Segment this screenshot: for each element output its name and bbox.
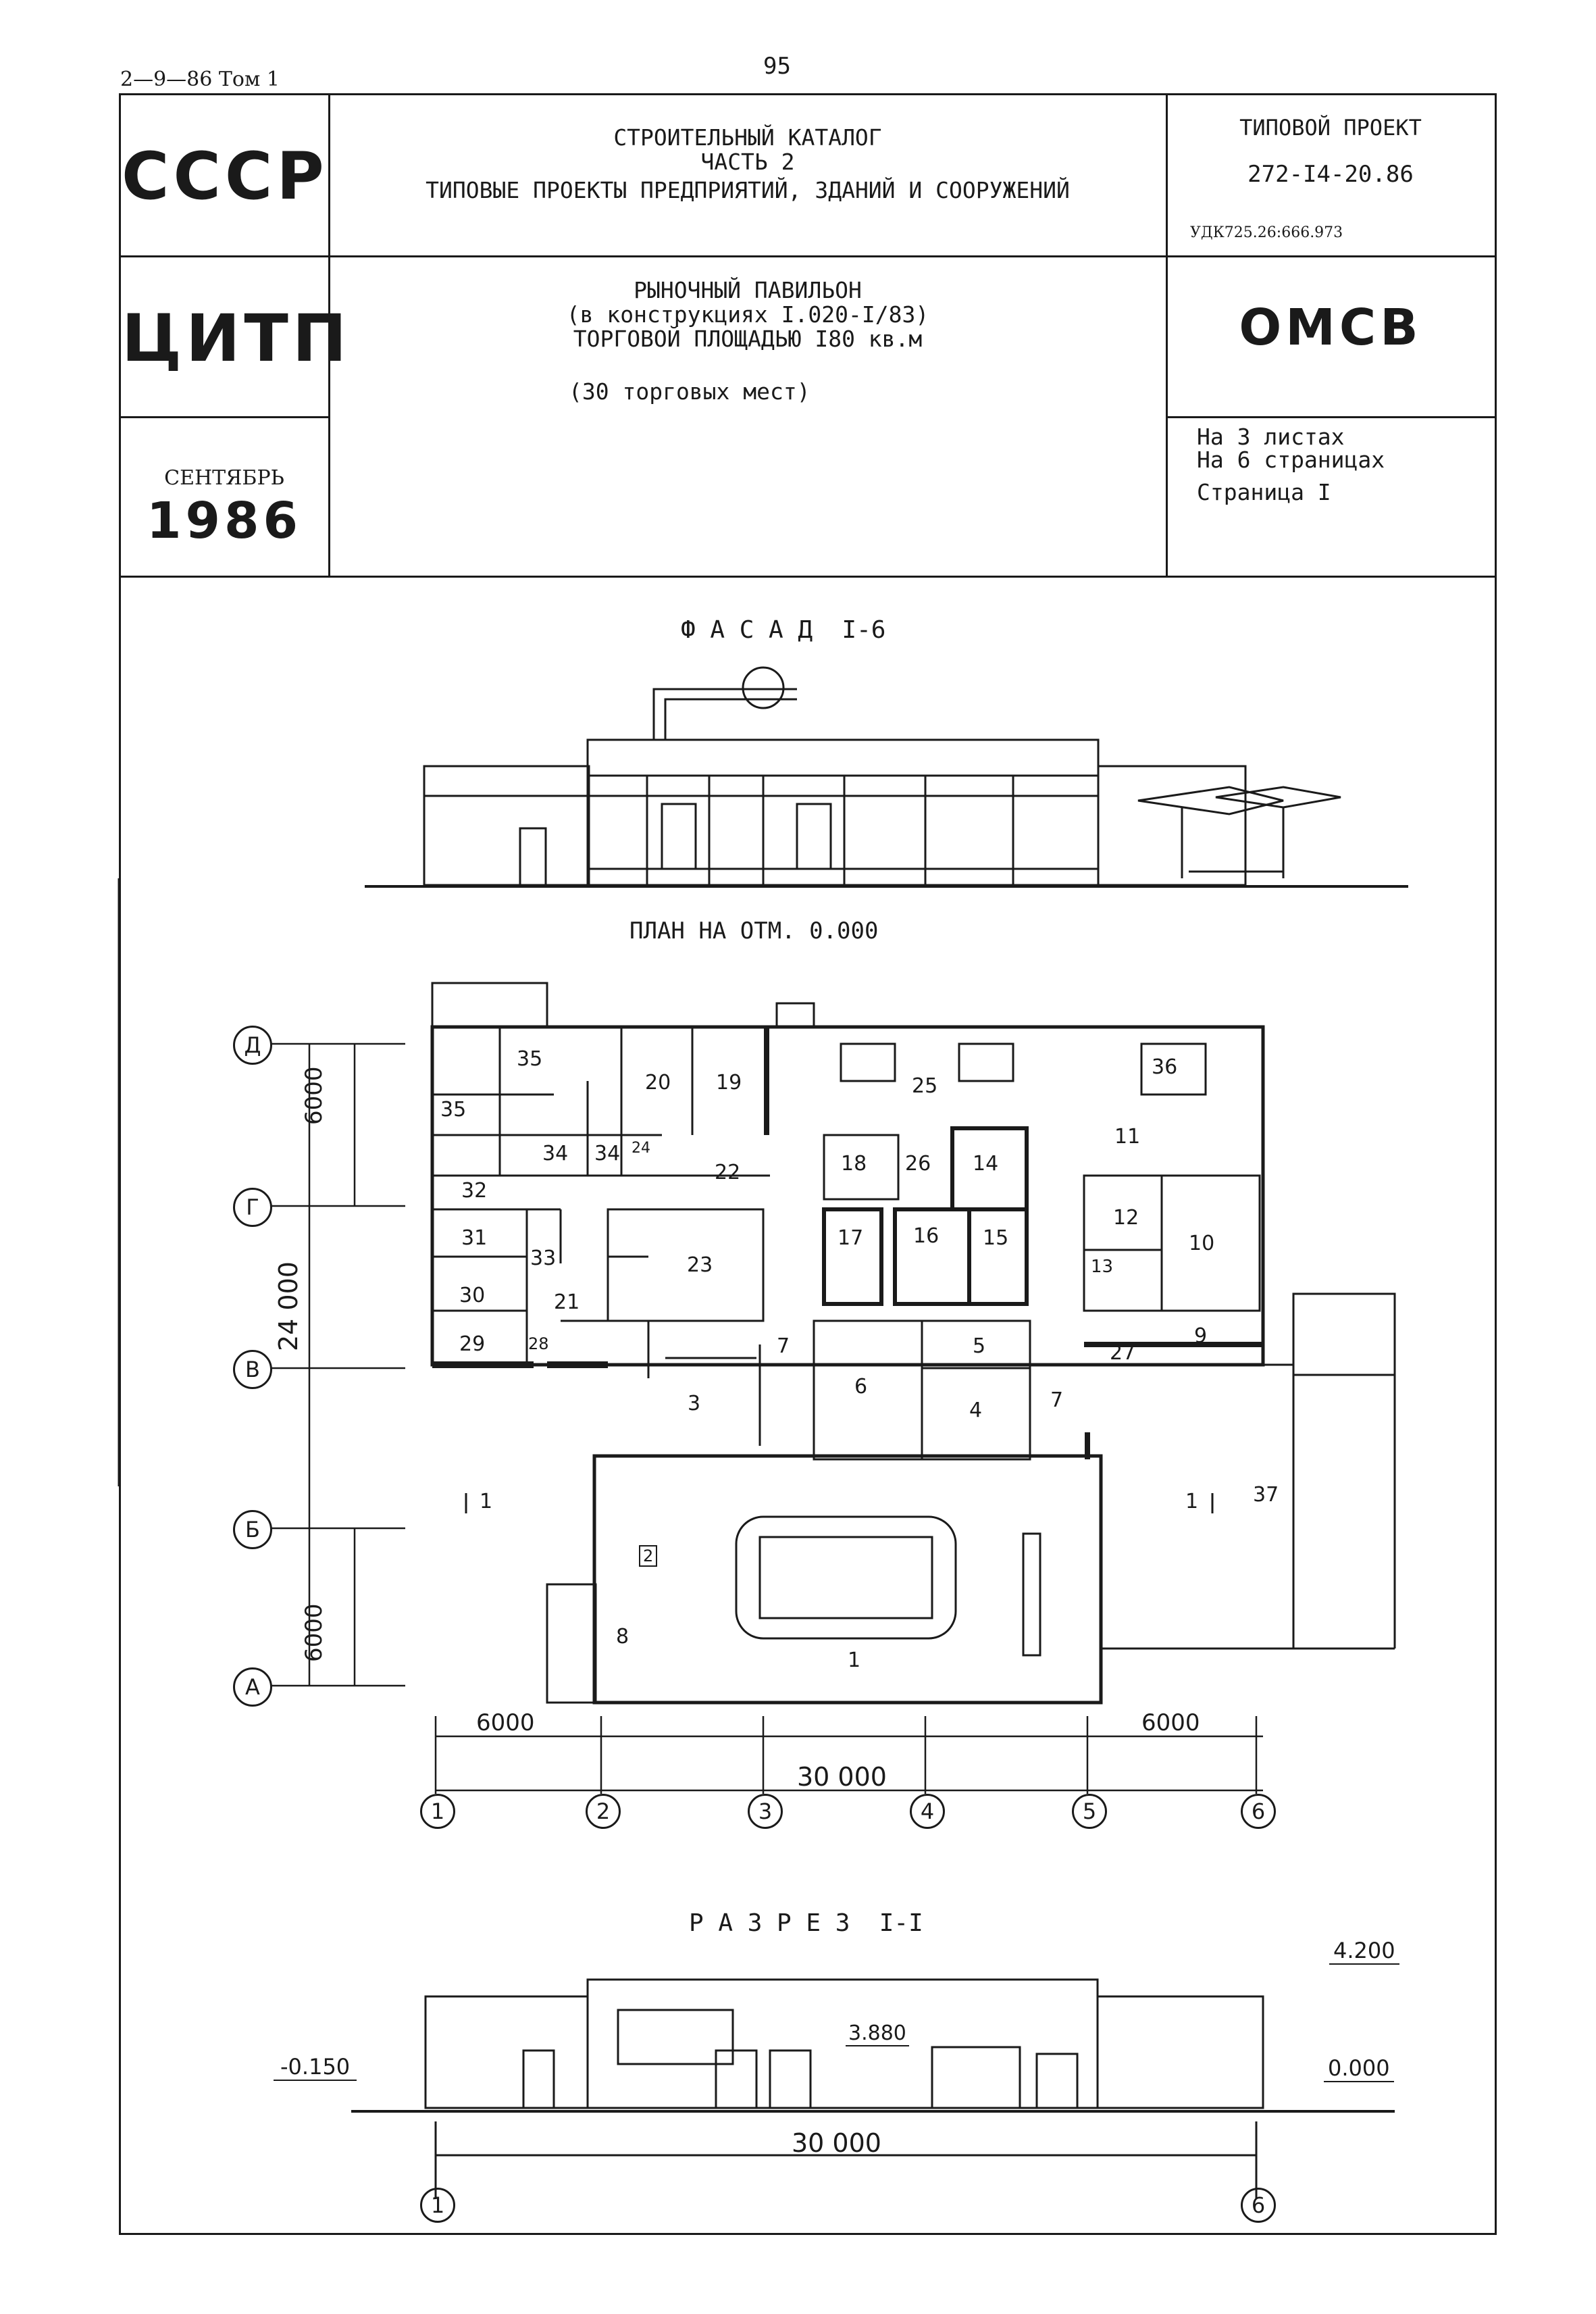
room-label: 8: [616, 1625, 629, 1649]
room-label: 4: [969, 1399, 983, 1422]
catalog-line-3: ТИПОВЫЕ ПРОЕКТЫ ПРЕДПРИЯТИЙ, ЗДАНИЙ И СО…: [426, 177, 1070, 203]
room-label: 13: [1091, 1257, 1114, 1277]
facade-drawing: [365, 666, 1408, 888]
section-mark-left: 1: [480, 1490, 493, 1513]
section-axis-left: 1: [420, 2188, 455, 2223]
room-label: 18: [841, 1152, 867, 1176]
section-axis-right: 6: [1241, 2188, 1276, 2223]
dim-total-h: 30 000: [797, 1762, 887, 1792]
room-label: 10: [1189, 1232, 1215, 1255]
axis-bubble-b: Б: [233, 1510, 272, 1549]
section-code: ОМСВ: [1239, 299, 1422, 357]
room-label: 31: [461, 1226, 488, 1250]
section-drawing: [351, 1978, 1395, 2199]
room-label: 33: [530, 1247, 557, 1270]
room-label: 27: [1110, 1341, 1136, 1365]
country-label: СССР: [122, 139, 328, 214]
axis-bubble-d: Д: [233, 1026, 272, 1065]
room-label: 35: [440, 1098, 467, 1122]
section-mark-right: 1: [1185, 1490, 1199, 1513]
section-title: Р А З Р Е З I-I: [689, 1909, 923, 1937]
dim-bottom: 6000: [301, 1603, 328, 1662]
room-label: 28: [528, 1334, 549, 1353]
room-label: 23: [687, 1253, 713, 1277]
axis-bubble-3: 3: [748, 1794, 783, 1829]
room-label: 24: [632, 1140, 650, 1157]
axis-bubble-6: 6: [1241, 1794, 1276, 1829]
pages-count: На 6 страницах: [1197, 447, 1385, 473]
plan-drawing: [430, 982, 1396, 1705]
axis-bubble-2: 2: [586, 1794, 621, 1829]
level-top: 4.200: [1329, 1938, 1399, 1965]
axis-bubble-v: В: [233, 1350, 272, 1389]
series-ref: 2—9—86 Том 1: [120, 68, 280, 91]
room-label: 30: [459, 1284, 486, 1307]
dim-total-v: 24 000: [274, 1261, 303, 1351]
plan-axes: [270, 1042, 1263, 1794]
room-label: 21: [554, 1290, 580, 1314]
room-label: 25: [912, 1074, 938, 1098]
room-label: 1: [848, 1649, 861, 1672]
axis-bubble-g: Г: [233, 1188, 272, 1227]
axis-bubble-5: 5: [1072, 1794, 1107, 1829]
project-title: РЫНОЧНЫЙ ПАВИЛЬОН (в конструкциях I.020-…: [331, 278, 1164, 351]
room-label: 16: [913, 1224, 939, 1248]
catalog-line-2: ЧАСТЬ 2: [700, 149, 795, 175]
room-label: 12: [1113, 1206, 1139, 1230]
sheet-info: На 3 листах На 6 страницах Страница I: [1197, 426, 1385, 504]
level-mid: 3.880: [846, 2021, 909, 2046]
axis-bubble-4: 4: [910, 1794, 945, 1829]
room-label: 37: [1253, 1483, 1279, 1507]
sheets-count: На 3 листах: [1197, 424, 1345, 450]
facade-title: Ф А С А Д I-6: [681, 616, 886, 644]
axis-bubble-1: 1: [420, 1794, 455, 1829]
room-label: 35: [517, 1047, 543, 1071]
room-label: 3: [688, 1392, 701, 1415]
room-label: 29: [459, 1332, 486, 1356]
title-line-3: ТОРГОВОЙ ПЛОЩАДЬЮ I80 кв.м: [573, 326, 923, 352]
room-label: 15: [983, 1226, 1009, 1250]
project-type: ТИПОВОЙ ПРОЕКТ: [1239, 115, 1422, 141]
page-label: Страница I: [1197, 479, 1331, 505]
room-label: 20: [645, 1071, 671, 1095]
udk-code: УДК725.26:666.973: [1190, 224, 1343, 241]
axis-bubble-a: А: [233, 1667, 272, 1707]
level-neg: -0.150: [274, 2054, 357, 2081]
room-label: 17: [838, 1226, 864, 1250]
title-line-1: РЫНОЧНЫЙ ПАВИЛЬОН: [634, 277, 862, 303]
page-number: 95: [763, 53, 791, 80]
room-label: 6: [854, 1375, 868, 1399]
dim-top: 6000: [301, 1066, 328, 1125]
section-span: 30 000: [792, 2128, 881, 2158]
plan-title: ПЛАН НА ОТМ. 0.000: [629, 917, 879, 945]
dim-right-h: 6000: [1141, 1709, 1200, 1736]
room-label: 11: [1114, 1125, 1141, 1149]
org-label: ЦИТП: [122, 301, 351, 376]
room-label: 14: [973, 1152, 999, 1176]
room-label: 5: [973, 1334, 986, 1358]
room-label: 9: [1194, 1324, 1208, 1348]
room-label: 7: [777, 1334, 790, 1358]
room-label: 22: [715, 1161, 741, 1184]
catalog-line-1: СТРОИТЕЛЬНЫЙ КАТАЛОГ: [613, 124, 882, 151]
title-line-2: (в конструкциях I.020-I/83): [566, 301, 929, 328]
room-label: 34: [542, 1142, 569, 1165]
catalog-title: СТРОИТЕЛЬНЫЙ КАТАЛОГ ЧАСТЬ 2 ТИПОВЫЕ ПРО…: [331, 126, 1164, 203]
room-label: 7: [1050, 1388, 1064, 1412]
room-label: 2: [639, 1545, 658, 1567]
project-code: 272-I4-20.86: [1247, 161, 1414, 188]
level-zero: 0.000: [1324, 2055, 1394, 2082]
room-label: 19: [716, 1071, 742, 1095]
room-label: 32: [461, 1179, 488, 1203]
title-line-4: (30 торговых мест): [569, 378, 810, 405]
dim-left-h: 6000: [476, 1709, 535, 1736]
month-label: СЕНТЯБРЬ: [164, 466, 284, 490]
room-label: 34: [594, 1142, 621, 1165]
room-label: 36: [1152, 1055, 1178, 1079]
room-label: 26: [905, 1152, 931, 1176]
year-label: 1986: [147, 492, 302, 550]
